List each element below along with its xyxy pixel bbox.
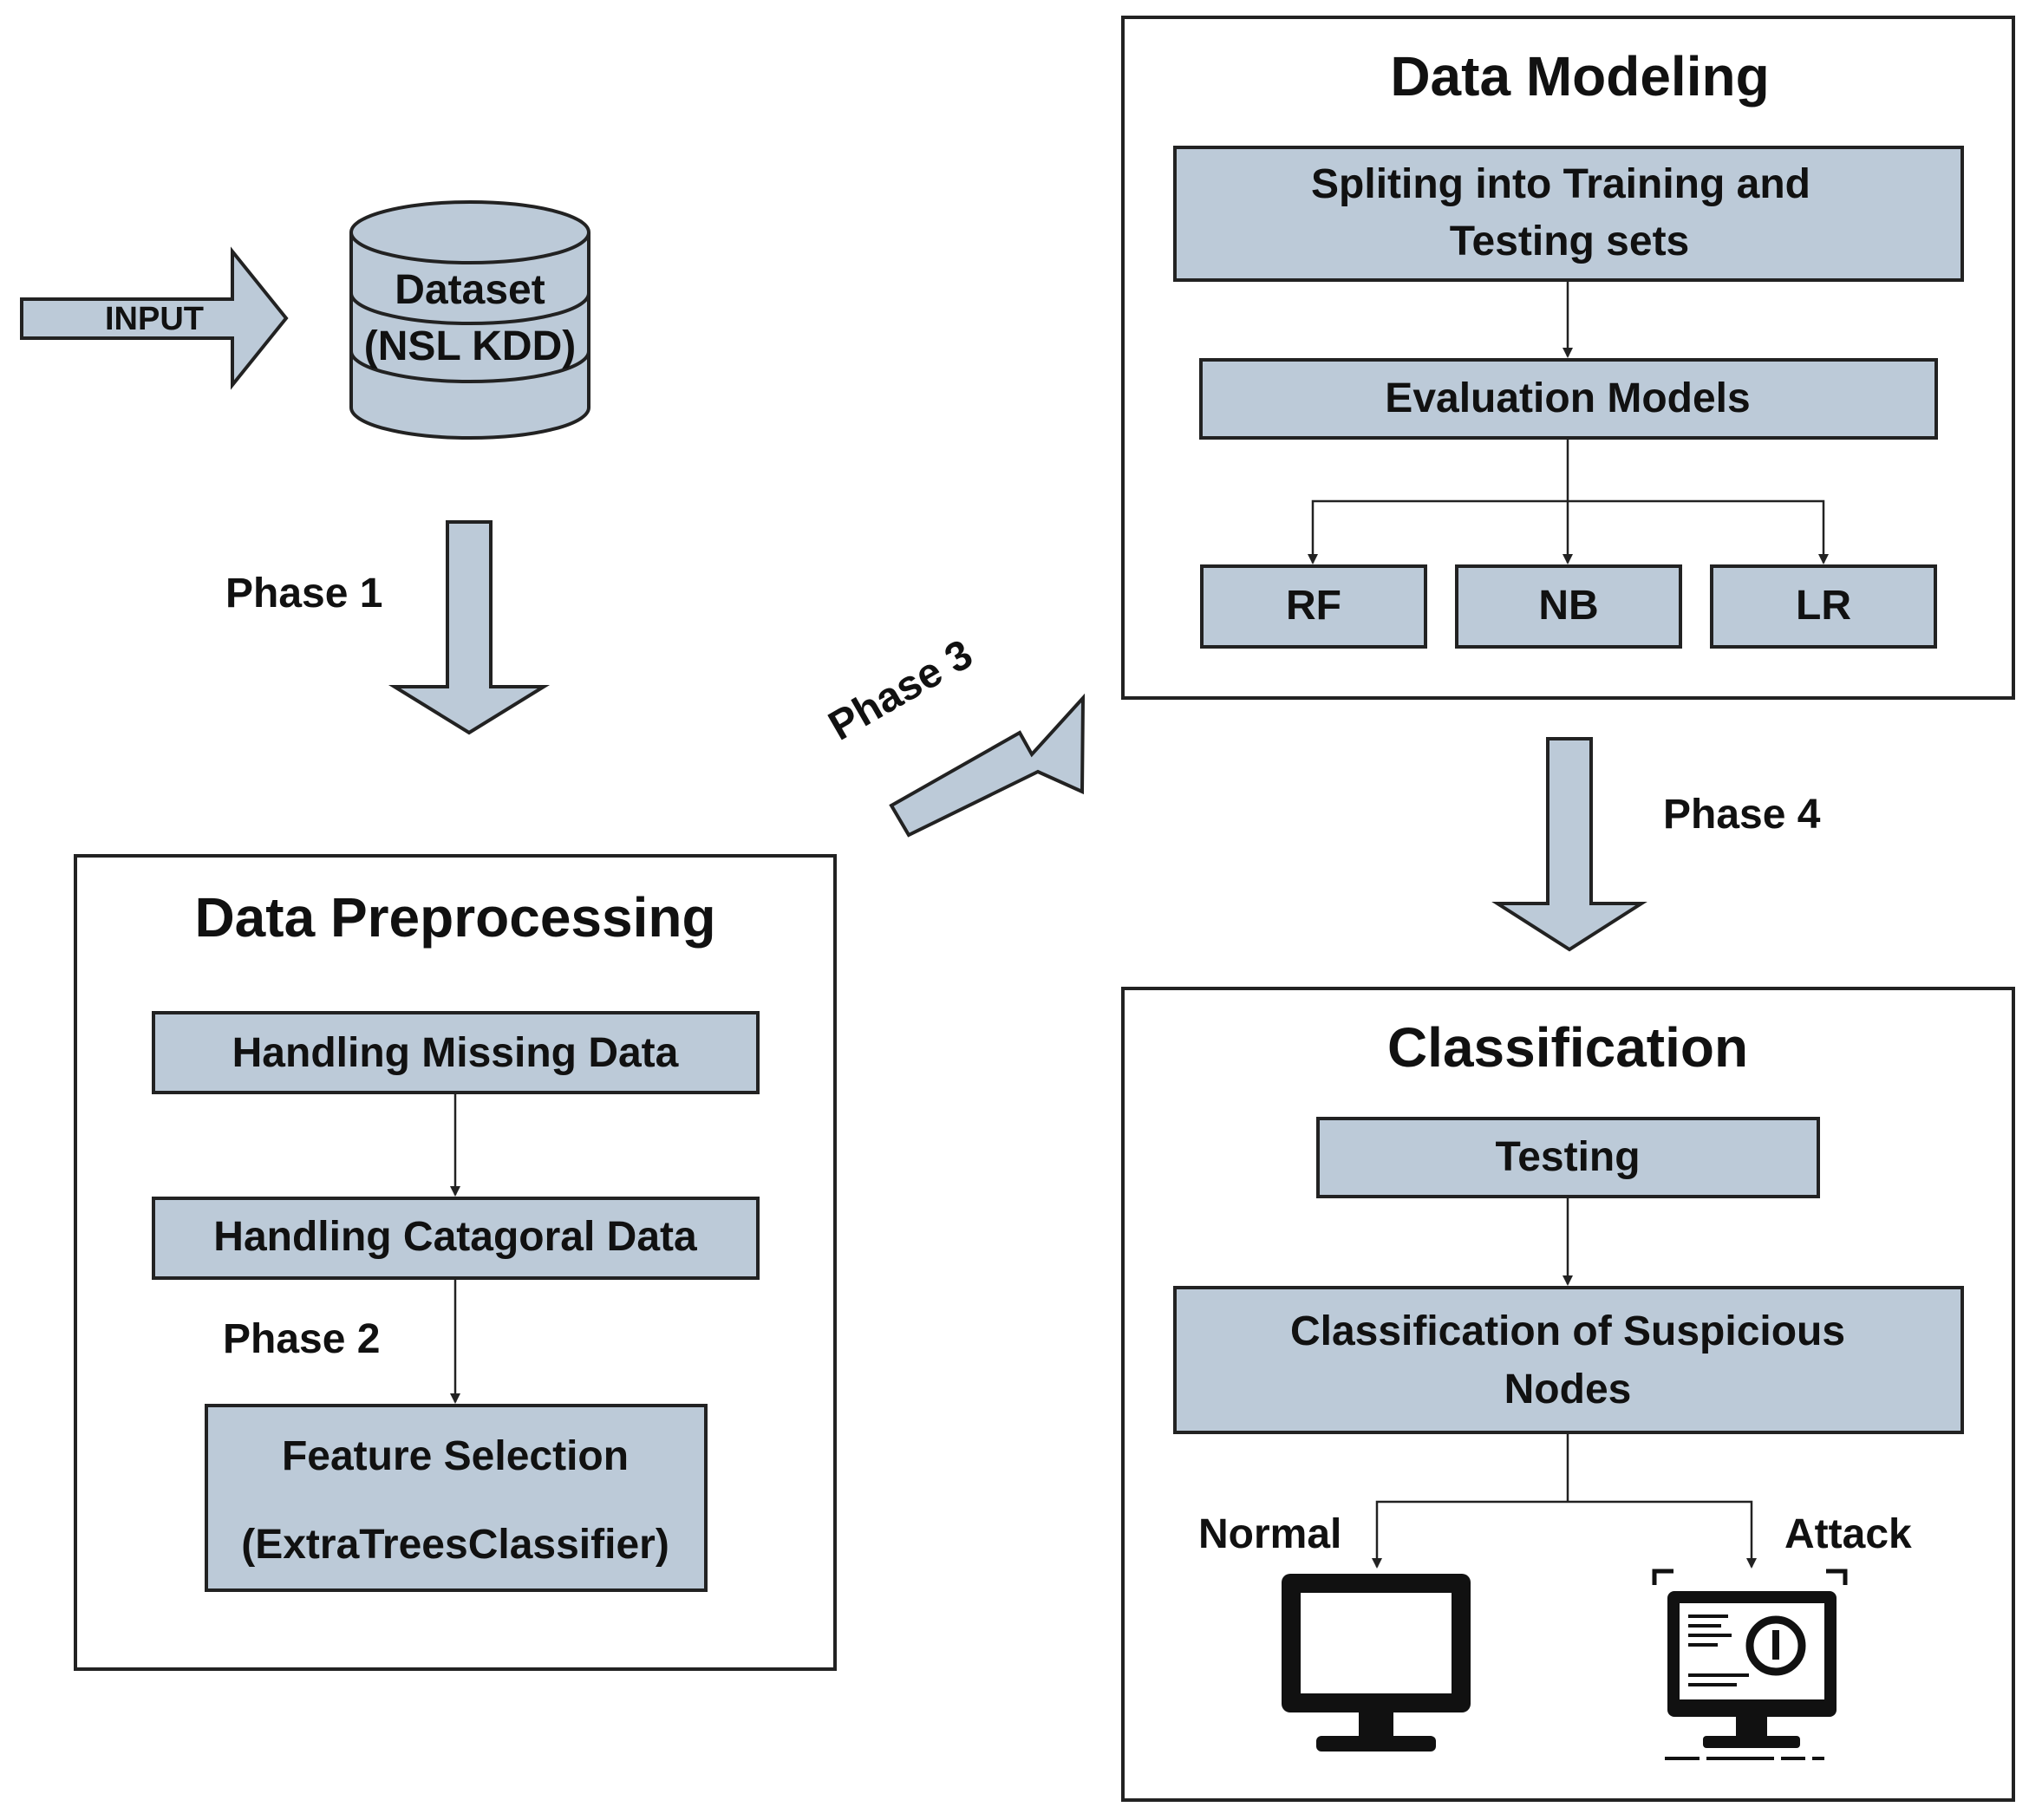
- splitting-sets-box: [1173, 146, 1964, 282]
- model-lr-label: LR: [1796, 583, 1851, 629]
- phase4-label: Phase 4: [1663, 792, 1821, 838]
- testing-label: Testing: [1495, 1134, 1640, 1180]
- feature-selection-box: [205, 1404, 708, 1592]
- classification-title: Classification: [1387, 1016, 1748, 1079]
- model-nb-label: NB: [1538, 583, 1598, 629]
- normal-label: Normal: [1198, 1511, 1341, 1557]
- splitting-sets-label-line2: Testing sets: [1450, 219, 1690, 264]
- input-arrow: INPUT: [20, 246, 289, 390]
- suspicious-nodes-label-line2: Nodes: [1504, 1367, 1632, 1412]
- feature-selection-method: (ExtraTreesClassifier): [241, 1522, 669, 1568]
- phase1-arrow: Phase 1: [225, 520, 551, 735]
- modeling-title: Data Modeling: [1390, 45, 1769, 108]
- splitting-sets-label: Spliting into Training and: [1311, 161, 1810, 207]
- handling-categorical-data-label: Handling Catagoral Data: [213, 1214, 697, 1260]
- phase2-label: Phase 2: [223, 1316, 380, 1362]
- data-preprocessing-panel: Data Preprocessing Handling Missing Data…: [74, 854, 837, 1671]
- classification-panel: Classification Testing Classification of…: [1121, 987, 2015, 1802]
- phase1-label: Phase 1: [225, 571, 382, 616]
- input-label: INPUT: [105, 301, 204, 337]
- model-lr-box: [1710, 564, 1937, 649]
- suspicious-nodes-label: Classification of Suspicious: [1290, 1308, 1845, 1354]
- evaluation-models-box: [1199, 358, 1938, 440]
- phase3-label: Phase 3: [821, 631, 981, 750]
- dataset-subname: (NSL KDD): [364, 323, 576, 369]
- suspicious-nodes-box: [1173, 1286, 1964, 1434]
- evaluation-models-label: Evaluation Models: [1385, 375, 1750, 421]
- preprocessing-title: Data Preprocessing: [194, 886, 715, 949]
- attack-monitor-icon: [1652, 1569, 1848, 1760]
- normal-monitor-icon: [1282, 1574, 1471, 1752]
- handling-missing-data-label: Handling Missing Data: [232, 1030, 679, 1076]
- data-modeling-panel: Data Modeling Spliting into Training and…: [1121, 16, 2015, 700]
- dataset-cylinder-icon: Dataset (NSL KDD): [349, 200, 590, 440]
- feature-selection-label: Feature Selection: [282, 1433, 629, 1479]
- attack-label: Attack: [1784, 1511, 1912, 1557]
- model-rf-box: [1200, 564, 1427, 649]
- model-nb-box: [1455, 564, 1682, 649]
- phase3-arrow: Phase 3: [821, 631, 1086, 838]
- dataset-name: Dataset: [395, 267, 545, 313]
- phase4-arrow: Phase 4: [1491, 737, 1821, 952]
- handling-categorical-data-box: [152, 1197, 760, 1280]
- testing-box: [1316, 1117, 1820, 1198]
- model-rf-label: RF: [1286, 583, 1341, 629]
